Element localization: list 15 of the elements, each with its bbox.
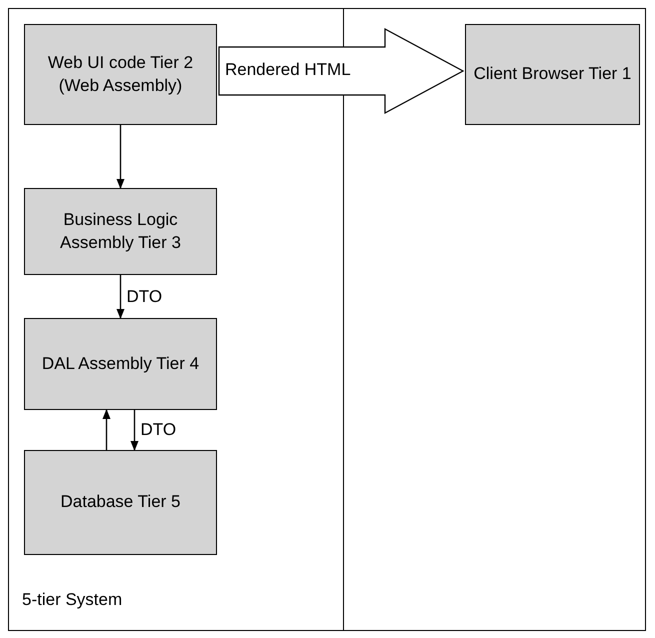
box-text: Database Tier 5 <box>60 491 180 514</box>
box-text: Business Logic Assembly Tier 3 <box>59 209 182 254</box>
tier-box <box>24 318 217 410</box>
arrow <box>102 409 110 450</box>
tier-box <box>24 24 217 125</box>
arrow <box>116 275 124 319</box>
box-text: DAL Assembly Tier 4 <box>42 352 200 375</box>
tier-box <box>24 188 217 275</box>
box-text: Web UI code Tier 2 (Web Assembly) <box>46 52 194 96</box>
tier-box <box>465 24 640 125</box>
arrow <box>116 125 124 189</box>
tier-box <box>24 450 217 555</box>
caption-text: 5-tier System <box>22 590 122 610</box>
arrow <box>130 410 138 451</box>
box-text: Client Browser Tier 1 <box>474 63 632 86</box>
